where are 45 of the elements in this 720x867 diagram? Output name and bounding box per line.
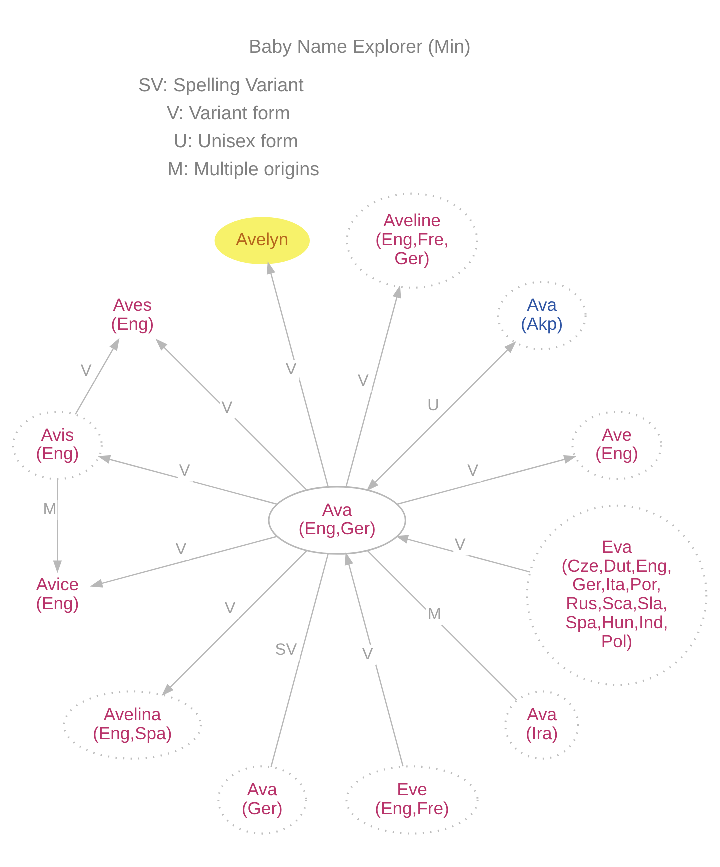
edge-label: V — [362, 646, 374, 664]
connector — [270, 554, 329, 768]
arrow — [346, 285, 402, 487]
node-text: Aves (Eng) — [111, 295, 154, 334]
arrow — [53, 480, 62, 574]
node-circle: Ava (Ira) — [504, 690, 580, 760]
edge-label: V — [80, 362, 92, 380]
arrow — [366, 341, 516, 492]
node-text: Avice (Eng) — [36, 574, 80, 614]
node-ellipse: Ave (Eng) — [572, 411, 662, 480]
edge-label: V — [179, 462, 190, 480]
node-ellipse: Ava (Ger) — [218, 766, 308, 835]
arrow — [90, 536, 278, 588]
edge-label: V — [454, 536, 466, 554]
label: M: Multiple origins — [168, 158, 320, 180]
edge-label: V — [286, 360, 297, 378]
label: SV: Spelling Variant — [138, 74, 304, 96]
arrow — [344, 552, 404, 767]
node-circle: Eva (Cze,Dut,Eng, Ger,Ita,Por, Rus,Sca,Sla, Spa,Hun,Ind, Pol) — [526, 504, 708, 686]
edge-label: V — [224, 599, 236, 618]
node-ellipse: Avis (Eng) — [12, 411, 103, 480]
edge-label: V — [358, 372, 369, 390]
arrow — [398, 455, 577, 505]
edge-label: V — [468, 462, 479, 480]
label: U: Unisex form — [174, 130, 298, 152]
arrow — [98, 455, 278, 505]
arrow — [156, 338, 308, 490]
diagram-title: Baby Name Explorer (Min) — [249, 36, 471, 58]
connector — [367, 550, 518, 701]
edge-label: V — [222, 398, 233, 417]
node-ellipse: Aveline (Eng,Fre, Ger) — [346, 192, 478, 289]
arrow — [266, 262, 329, 487]
edge-label: V — [176, 540, 187, 558]
edge-label: M — [43, 500, 57, 519]
edge-label: U — [428, 396, 440, 415]
arrow — [75, 338, 120, 415]
node-ellipse: Avelyn — [214, 217, 310, 264]
edge-label: M — [428, 606, 442, 624]
label: V: Variant form — [166, 102, 290, 124]
arrow — [162, 550, 308, 696]
node-ellipse: Ava (Eng,Ger) — [268, 486, 406, 555]
node-ellipse: Ava (Akp) — [497, 281, 587, 350]
node-ellipse: Avelina (Eng,Spa) — [63, 690, 202, 760]
node-ellipse: Eve (Eng,Fre) — [346, 766, 479, 835]
edge-label: SV — [275, 640, 298, 659]
